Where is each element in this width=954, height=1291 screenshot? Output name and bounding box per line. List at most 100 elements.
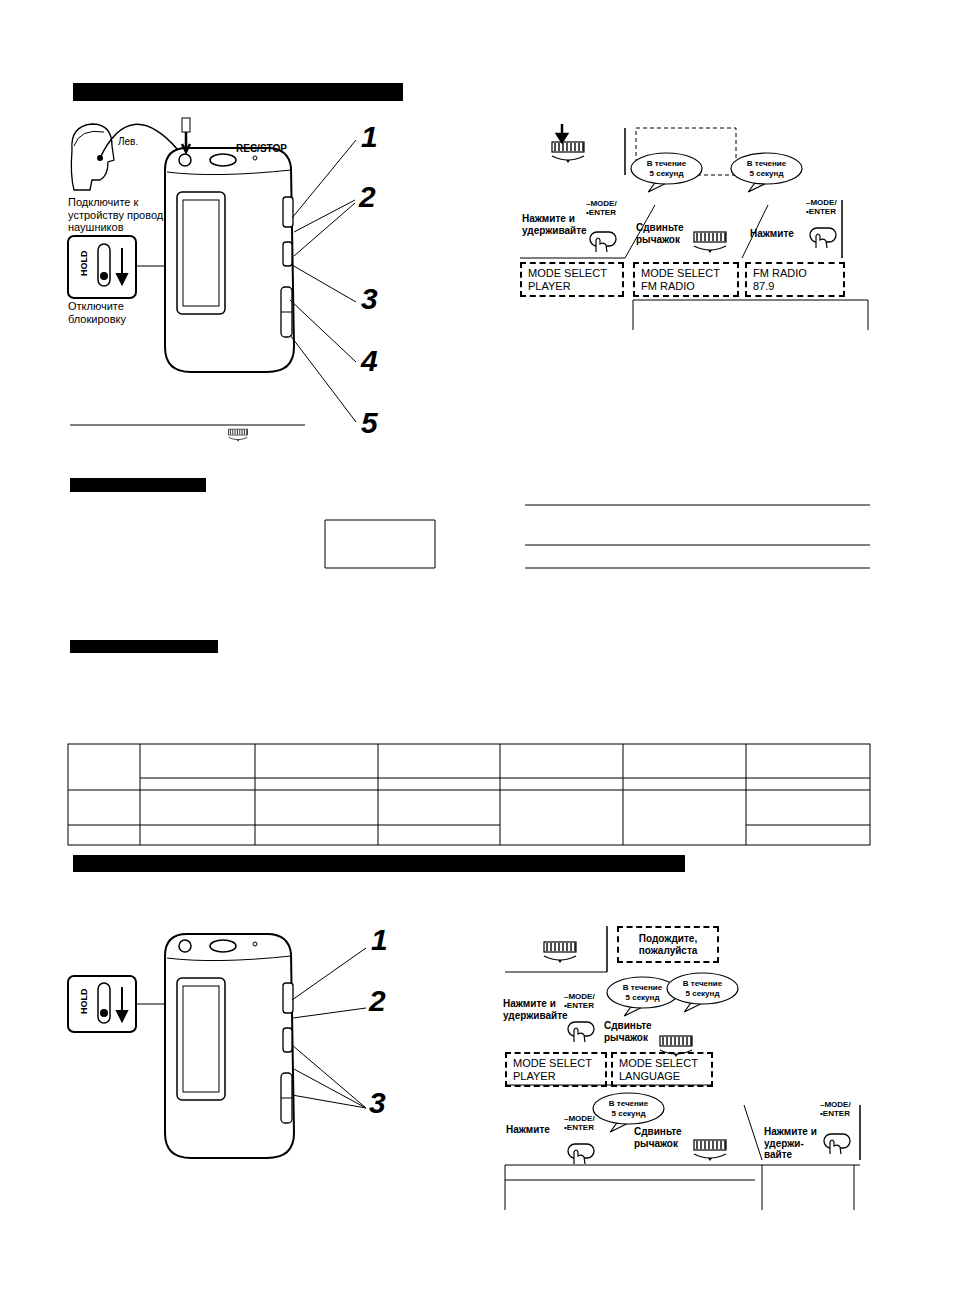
node-text: Подождите, пожалуйста bbox=[623, 933, 713, 956]
art-shape bbox=[525, 505, 870, 506]
label-text: HOLD bbox=[79, 981, 89, 1021]
label-text: Нажмите bbox=[506, 1124, 562, 1136]
art-shape bbox=[590, 232, 616, 252]
art-shape bbox=[520, 128, 868, 330]
art-shape bbox=[117, 987, 127, 1021]
art-shape bbox=[552, 142, 584, 163]
art-shape bbox=[140, 778, 870, 779]
art-shape bbox=[117, 248, 127, 284]
label-text: –MODE/ •ENTER bbox=[820, 1100, 870, 1118]
label-text: Нажмите и удержи- вайте bbox=[764, 1126, 820, 1161]
callout-number: 3 bbox=[369, 1088, 399, 1118]
art-shape bbox=[292, 1068, 366, 1108]
callout-number: 1 bbox=[371, 925, 401, 955]
node-text: В течение 5 секунд bbox=[620, 983, 666, 1001]
art-shape bbox=[182, 132, 190, 152]
art-shape bbox=[544, 942, 576, 963]
art-shape bbox=[694, 1140, 726, 1161]
art-shape bbox=[73, 855, 685, 872]
art-shape bbox=[731, 153, 802, 184]
art-shape bbox=[100, 124, 178, 158]
node-text: MODE SELECT PLAYER bbox=[528, 267, 616, 292]
art-shape bbox=[525, 568, 870, 569]
time-bubble: В течение 5 секунд bbox=[630, 152, 703, 185]
display-box: MODE SELECT LANGUAGE bbox=[611, 1052, 713, 1087]
node-text: В течение 5 секунд bbox=[644, 159, 690, 177]
art-shape bbox=[165, 148, 294, 372]
art-shape bbox=[294, 203, 355, 256]
label-text: –MODE/ •ENTER bbox=[564, 992, 614, 1010]
art-shape bbox=[744, 1105, 762, 1160]
node-text: В течение 5 секунд bbox=[744, 159, 790, 177]
label-text: HOLD bbox=[79, 243, 89, 283]
art-shape bbox=[68, 744, 870, 845]
art-shape bbox=[292, 265, 356, 302]
art-shape bbox=[70, 478, 206, 492]
art-shape bbox=[73, 83, 403, 101]
art-shape bbox=[810, 228, 836, 248]
art-shape bbox=[325, 505, 870, 568]
art-shape bbox=[182, 118, 190, 132]
art-shape bbox=[606, 926, 608, 972]
art-shape bbox=[667, 973, 738, 1004]
art-shape bbox=[255, 744, 256, 845]
art-shape bbox=[68, 790, 870, 791]
art-shape bbox=[624, 128, 626, 175]
callout-number: 2 bbox=[359, 182, 389, 212]
callout-number: 4 bbox=[361, 346, 391, 376]
art-shape bbox=[136, 266, 166, 267]
art-shape bbox=[859, 1105, 861, 1160]
node-text: MODE SELECT PLAYER bbox=[513, 1057, 599, 1082]
art-shape bbox=[623, 744, 624, 845]
art-shape bbox=[694, 232, 726, 253]
art-shape bbox=[71, 124, 114, 190]
label-text: Сдвиньте рычажок bbox=[604, 1020, 656, 1043]
label-text: Лев. bbox=[118, 136, 158, 148]
display-box: MODE SELECT PLAYER bbox=[505, 1052, 607, 1087]
label-text: –MODE/ •ENTER bbox=[586, 199, 636, 217]
label-text: Сдвиньте рычажок bbox=[636, 222, 688, 245]
art-shape bbox=[68, 825, 500, 826]
callout-number: 5 bbox=[361, 408, 391, 438]
art-shape bbox=[70, 640, 218, 653]
art-shape bbox=[633, 300, 868, 330]
art-shape bbox=[165, 934, 294, 1158]
art-shape bbox=[68, 236, 136, 298]
callout-number: 1 bbox=[361, 122, 391, 152]
label-text: Сдвиньте рычажок bbox=[634, 1126, 688, 1149]
node-text: В течение 5 секунд bbox=[606, 1099, 652, 1117]
display-box: MODE SELECT FM RADIO bbox=[633, 262, 739, 297]
label-text: REC/STOP bbox=[236, 143, 306, 155]
art-shape bbox=[136, 1004, 166, 1005]
callout-number: 3 bbox=[361, 284, 391, 314]
message-box: Подождите, пожалуйста bbox=[617, 926, 719, 963]
art-shape bbox=[290, 300, 356, 362]
art-shape bbox=[505, 926, 860, 1210]
art-shape bbox=[762, 1165, 763, 1210]
art-shape bbox=[70, 425, 305, 426]
art-shape bbox=[841, 200, 843, 258]
art-shape bbox=[292, 1095, 366, 1108]
art-shape bbox=[98, 983, 110, 1023]
art-shape bbox=[854, 1165, 855, 1210]
callout-number: 2 bbox=[369, 986, 399, 1016]
art-shape bbox=[325, 520, 435, 568]
art-shape bbox=[568, 1022, 594, 1042]
art-shape bbox=[100, 272, 108, 280]
art-shape bbox=[100, 1009, 108, 1017]
art-shape bbox=[557, 124, 567, 142]
time-bubble: В течение 5 секунд bbox=[730, 152, 803, 185]
node-text: MODE SELECT LANGUAGE bbox=[619, 1057, 705, 1082]
label-text: Подключите к устройству провод наушников bbox=[68, 196, 164, 234]
art-shape bbox=[292, 948, 366, 1000]
art-shape bbox=[294, 200, 355, 232]
art-shape bbox=[500, 744, 501, 845]
label-text: Нажмите и удерживайте bbox=[503, 998, 565, 1021]
node-text: В течение 5 секунд bbox=[680, 979, 726, 997]
art-shape bbox=[292, 140, 356, 218]
art-shape bbox=[525, 545, 870, 546]
art-shape bbox=[290, 335, 356, 422]
art-shape bbox=[68, 976, 136, 1032]
